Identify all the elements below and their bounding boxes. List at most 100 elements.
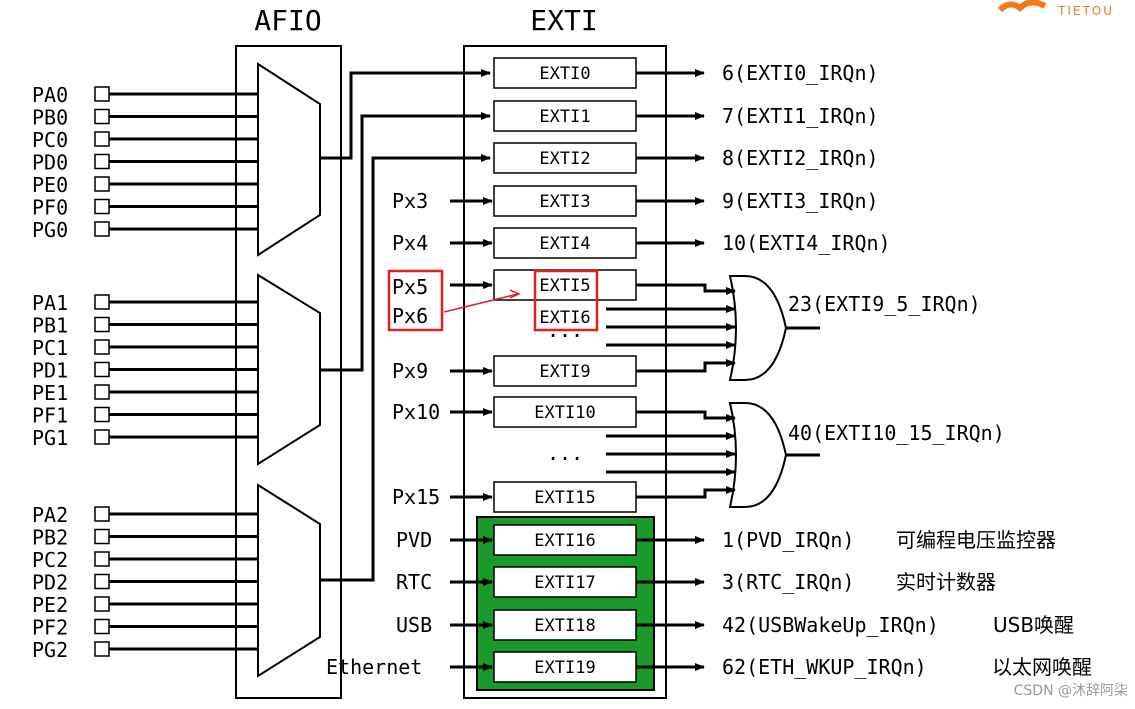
exti6-overlay-label: EXTI6 [539, 308, 590, 328]
input-label-px4: Px4 [392, 231, 428, 255]
exti-title: EXTI [530, 4, 597, 37]
pin-square [94, 361, 110, 378]
irq-label-exti0: 6(EXTI0_IRQn) [722, 61, 879, 85]
pin-label: PB1 [32, 314, 68, 338]
pin-label: PC1 [32, 336, 68, 360]
gpio-pin-inputs: PA0PB0PC0PD0PE0PF0PG0PA1PB1PC1PD1PE1PF1P… [32, 83, 258, 662]
pin-label: PG1 [32, 426, 68, 450]
irq-label-usb: 42(USBWakeUp_IRQn) [722, 613, 939, 637]
irq-label-exti2: 8(EXTI2_IRQn) [722, 146, 879, 170]
irq-outputs: 6(EXTI0_IRQn) 7(EXTI1_IRQn) 8(EXTI2_IRQn) 9… [636, 61, 1092, 679]
irq-description-eth: 以太网唤醒 [992, 655, 1092, 679]
irq-label-rtc: 3(RTC_IRQn) [722, 570, 854, 594]
input-label-usb: USB [396, 613, 432, 637]
exti-line-label: EXTI4 [539, 234, 590, 254]
exti-line-box [493, 57, 637, 89]
input-label-px5: Px5 [392, 275, 428, 299]
irq-label-exti4: 10(EXTI4_IRQn) [722, 231, 891, 255]
pin-square [94, 339, 110, 355]
pin-label: PE1 [32, 381, 68, 405]
exti-line-box [493, 227, 637, 259]
exti-line-box [493, 100, 637, 132]
pin-label: PA2 [32, 503, 68, 527]
pin-square [94, 176, 110, 192]
svg-text:TIETOU: TIETOU [1057, 4, 1114, 18]
pin-label: PF2 [32, 616, 68, 640]
exti-line-label: EXTI16 [534, 531, 595, 551]
pin-square [94, 506, 110, 522]
or-gate-9-5 [606, 275, 820, 381]
pin-label: PC2 [32, 548, 68, 572]
irq-description-rtc: 实时计数器 [896, 570, 996, 594]
pin-label: PE0 [32, 173, 68, 197]
irq-label-exti9-5: 23(EXTI9_5_IRQn) [788, 292, 981, 316]
exti-line-box [493, 396, 637, 428]
exti-line-label: EXTI15 [534, 488, 595, 508]
exti-line-label: EXTI10 [534, 403, 595, 423]
ellipsis-exti11-14: ... [547, 441, 583, 465]
irq-description-pvd: 可编程电压监控器 [896, 528, 1056, 552]
pin-square [94, 384, 110, 400]
pin-label: PA0 [32, 83, 68, 107]
pin-square [94, 573, 110, 590]
exti-line-label: EXTI9 [539, 362, 590, 382]
pin-label: PG0 [32, 218, 68, 242]
pin-square [94, 528, 110, 545]
exti5-exti6-highlight [533, 269, 599, 332]
exti-line-box [493, 142, 637, 174]
irq-label-exti3: 9(EXTI3_IRQn) [722, 189, 879, 213]
annotation-arrow-line [443, 293, 519, 313]
pin-label: PG2 [32, 638, 68, 662]
afio-title: AFIO [254, 4, 321, 37]
exti-line-label: EXTI17 [534, 573, 595, 593]
pin-square [94, 86, 110, 102]
pin-label: PF0 [32, 196, 68, 220]
logo: TIETOU [997, 0, 1114, 18]
pin-label: PA1 [32, 291, 68, 315]
input-label-px9: Px9 [392, 359, 428, 383]
input-label-px10: Px10 [392, 400, 440, 424]
pin-square [94, 316, 110, 333]
pin-square [94, 198, 110, 215]
exti-line-boxes: EXTI0EXTI1EXTI2EXTI3EXTI4EXTI5EXTI9EXTI1… [493, 57, 637, 683]
input-label-ethernet: Ethernet [326, 655, 422, 679]
pin-square [94, 108, 110, 125]
pin-square [94, 294, 110, 310]
irq-description-usb: USB唤醒 [993, 613, 1074, 637]
irq-label-exti1: 7(EXTI1_IRQn) [722, 104, 879, 128]
csdn-watermark: CSDN @沐辞阿柒 [1014, 683, 1128, 699]
pin-square [94, 641, 110, 657]
pin-label: PD2 [32, 571, 68, 595]
pin-square [94, 131, 110, 147]
exti-line-label: EXTI1 [539, 107, 590, 127]
exti-line-label: EXTI3 [539, 192, 590, 212]
pin-label: PF1 [32, 404, 68, 428]
pin-label: PE2 [32, 593, 68, 617]
pin-square [94, 429, 110, 445]
irq-label-exti15-10: 40(EXTI10_15_IRQn) [788, 421, 1005, 445]
afio-multiplexers [257, 62, 321, 678]
exti-line-label: EXTI2 [539, 149, 590, 169]
pin-label: PD0 [32, 151, 68, 175]
red-annotation [387, 269, 599, 332]
input-label-pvd: PVD [396, 528, 432, 552]
px5-px6-highlight [387, 269, 444, 332]
pin-square [94, 618, 110, 635]
mux-output-wires [320, 69, 491, 582]
irq-label-eth: 62(ETH_WKUP_IRQn) [722, 655, 927, 679]
pin-square [94, 551, 110, 567]
exti-line-label: EXTI19 [534, 658, 595, 678]
input-label-px15: Px15 [392, 485, 440, 509]
input-label-px3: Px3 [392, 189, 428, 213]
exti-line-box [493, 481, 637, 513]
input-label-rtc: RTC [396, 570, 432, 594]
pin-square [94, 221, 110, 237]
pin-label: PB0 [32, 106, 68, 130]
exti-line-box [493, 185, 637, 217]
exti-line-label: EXTI0 [539, 64, 590, 84]
exti-line-label: EXTI5 [539, 276, 590, 296]
or-gate-15-10 [606, 402, 820, 508]
pin-label: PC0 [32, 128, 68, 152]
